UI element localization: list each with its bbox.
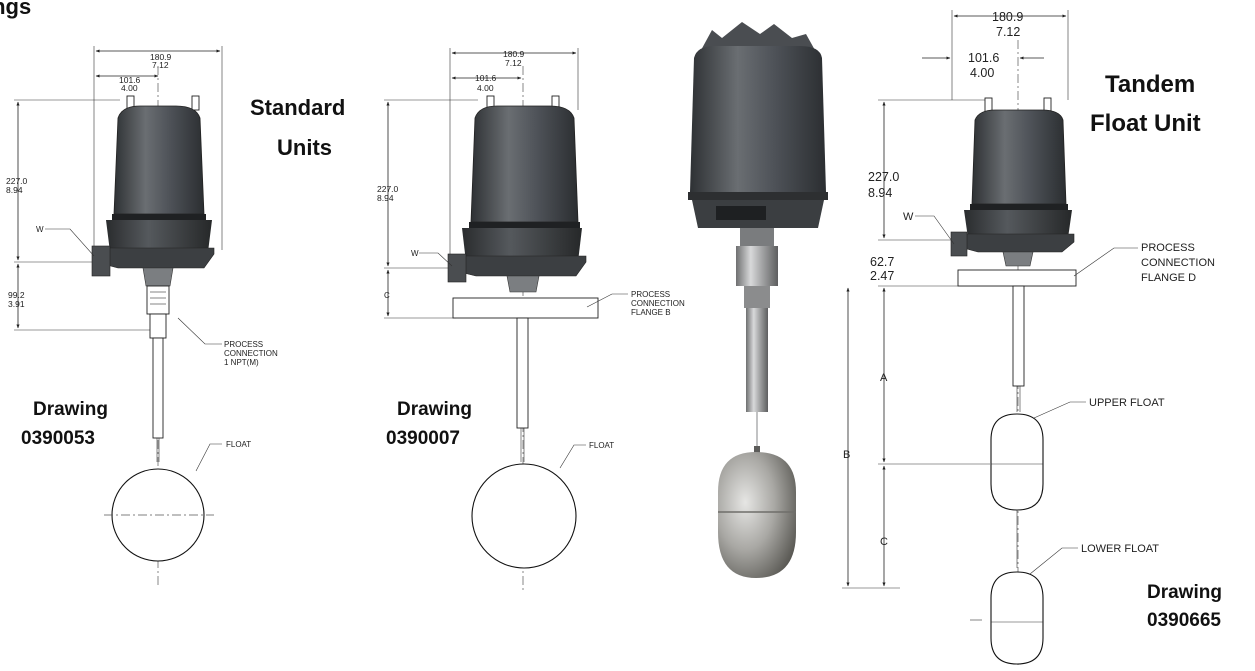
npt-thread bbox=[149, 313, 167, 339]
drawing-0390053: 180.9 7.12 101.6 4.00 227.0 8.94 99.2 3.… bbox=[6, 46, 278, 585]
housing-band bbox=[469, 222, 580, 228]
cap-tab-right bbox=[191, 95, 200, 111]
callout-w-label: W bbox=[36, 225, 44, 234]
conduit-boss bbox=[91, 245, 111, 277]
standard-units-heading: Standard bbox=[250, 95, 345, 120]
height-in: 8.94 bbox=[6, 185, 23, 195]
header-fragment: ings bbox=[0, 0, 31, 19]
photo-stem bbox=[746, 308, 768, 412]
photo-hex-fitting bbox=[740, 228, 774, 246]
housing-band bbox=[970, 204, 1068, 210]
housing-flange bbox=[955, 233, 1075, 253]
tandem-float-heading-line2: Float Unit bbox=[1090, 110, 1201, 137]
height-mm: 227.0 bbox=[6, 176, 28, 186]
product-photo bbox=[688, 22, 828, 578]
npt-label: 1 NPT(M) bbox=[224, 358, 259, 367]
housing-band bbox=[112, 214, 206, 220]
flange-mm: 62.7 bbox=[870, 255, 894, 269]
lower-float bbox=[990, 571, 1044, 665]
width-mm: 180.9 bbox=[503, 49, 525, 59]
drawing-number: 0390007 bbox=[386, 428, 460, 449]
photo-label-plate bbox=[716, 206, 766, 220]
photo-housing-cap bbox=[690, 46, 826, 192]
width-in: 7.12 bbox=[996, 25, 1020, 39]
lower-float-label: LOWER FLOAT bbox=[1081, 543, 1159, 555]
housing-cap bbox=[971, 109, 1067, 205]
flange-in: 2.47 bbox=[870, 269, 894, 283]
housing-flange bbox=[451, 255, 587, 277]
ball-float bbox=[471, 463, 577, 569]
process-label: PROCESS bbox=[224, 340, 263, 349]
photo-cap-top bbox=[700, 22, 816, 52]
offset-mm: 101.6 bbox=[968, 51, 999, 65]
photo-float bbox=[718, 452, 796, 578]
offset-mm: 101.6 bbox=[119, 75, 141, 85]
process-label: PROCESS bbox=[1141, 242, 1195, 254]
dim-b-label: B bbox=[843, 449, 850, 461]
housing-flange bbox=[95, 247, 215, 269]
width-in: 7.12 bbox=[152, 60, 169, 70]
conduit-boss bbox=[950, 231, 968, 257]
drawing-label: Drawing bbox=[397, 399, 472, 420]
standard-units-heading-line2: Units bbox=[277, 135, 332, 160]
hex-nut bbox=[506, 275, 540, 293]
drawing-0390007: 180.9 7.12 101.6 4.00 227.0 8.94 C W PRO… bbox=[377, 48, 685, 590]
stem bbox=[152, 337, 164, 439]
hex-nut bbox=[142, 267, 174, 287]
drawing-number: 0390665 bbox=[1147, 610, 1221, 631]
npt-length-mm: 99.2 bbox=[8, 290, 25, 300]
flange-plate bbox=[957, 269, 1077, 287]
stem bbox=[1012, 285, 1025, 387]
flange-b-label: FLANGE B bbox=[631, 308, 671, 317]
photo-nipple bbox=[744, 286, 770, 308]
width-mm: 180.9 bbox=[150, 52, 172, 62]
dim-c-label: C bbox=[384, 291, 390, 300]
offset-in: 4.00 bbox=[970, 66, 994, 80]
height-in: 8.94 bbox=[868, 186, 892, 200]
upper-float-label: UPPER FLOAT bbox=[1089, 397, 1165, 409]
tandem-float-heading: Tandem bbox=[1105, 71, 1195, 98]
housing-cap bbox=[113, 105, 205, 215]
dim-a-label: A bbox=[880, 372, 888, 384]
connection-label: CONNECTION bbox=[224, 349, 278, 358]
offset-in: 4.00 bbox=[121, 83, 138, 93]
drawing-number: 0390053 bbox=[21, 428, 95, 449]
height-mm: 227.0 bbox=[377, 184, 399, 194]
offset-mm: 101.6 bbox=[475, 73, 497, 83]
drawing-label: Drawing bbox=[1147, 582, 1222, 603]
flange-d-label: FLANGE D bbox=[1141, 272, 1196, 284]
callout-w-label: W bbox=[903, 211, 914, 223]
housing-cap bbox=[470, 105, 579, 223]
stem bbox=[516, 317, 529, 429]
float-label: FLOAT bbox=[226, 440, 251, 449]
npt-fitting bbox=[146, 285, 170, 315]
offset-in: 4.00 bbox=[477, 83, 494, 93]
height-in: 8.94 bbox=[377, 193, 394, 203]
flange-plate bbox=[452, 297, 599, 319]
float-label: FLOAT bbox=[589, 441, 614, 450]
connection-label: CONNECTION bbox=[631, 299, 685, 308]
photo-coupling bbox=[736, 246, 778, 286]
width-in: 7.12 bbox=[505, 58, 522, 68]
drawing-label: Drawing bbox=[33, 399, 108, 420]
upper-float bbox=[990, 413, 1044, 511]
housing-base bbox=[964, 210, 1072, 238]
callout-w-label: W bbox=[411, 249, 419, 258]
housing-base bbox=[106, 220, 212, 252]
hex-nut bbox=[1002, 251, 1034, 267]
height-mm: 227.0 bbox=[868, 170, 899, 184]
photo-housing-band bbox=[688, 192, 828, 200]
npt-length-in: 3.91 bbox=[8, 299, 25, 309]
housing-base bbox=[462, 228, 582, 262]
dim-c-label: C bbox=[880, 536, 888, 548]
conduit-boss bbox=[447, 253, 467, 283]
connection-label: CONNECTION bbox=[1141, 257, 1215, 269]
drawing-0390665: 180.9 7.12 101.6 4.00 227.0 8.94 62.7 2.… bbox=[842, 10, 1222, 665]
process-label: PROCESS bbox=[631, 290, 670, 299]
width-mm: 180.9 bbox=[992, 10, 1023, 24]
photo-float-tag bbox=[754, 446, 760, 454]
